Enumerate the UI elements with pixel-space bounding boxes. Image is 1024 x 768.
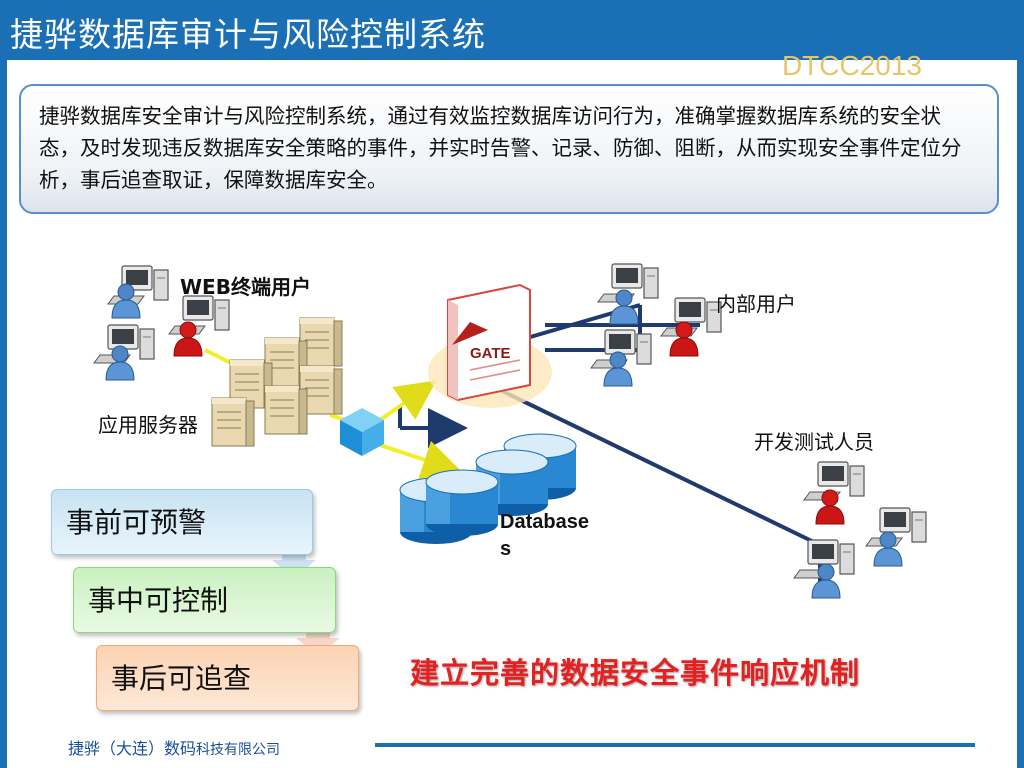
frame-left — [0, 60, 7, 768]
server-icon — [264, 385, 308, 435]
dev-test-label: 开发测试人员 — [754, 430, 874, 454]
database-label: Database s — [500, 509, 589, 563]
internal-users-label: 内部用户 — [716, 292, 796, 316]
description-box: 捷骅数据库安全审计与风险控制系统，通过有效监控数据库访问行为，准确掌握数据库系统… — [19, 84, 999, 214]
database-label-line-2: s — [500, 538, 512, 560]
step-post-trace: 事后可追查 — [96, 645, 359, 711]
footer-divider — [375, 743, 975, 747]
database-label-line-1: Database — [500, 511, 589, 533]
pc-icon — [168, 295, 230, 335]
gate-logo-text: GATE — [470, 345, 511, 362]
step-in-control: 事中可控制 — [73, 567, 336, 633]
user-icon — [811, 563, 841, 599]
footer-company-suffix: 科技有限公司 — [196, 742, 281, 758]
slide-title: 捷骅数据库审计与风险控制系统 — [10, 15, 486, 54]
title-bar: 捷骅数据库审计与风险控制系统 — [0, 0, 1024, 60]
frame-right — [1017, 60, 1024, 768]
user-icon — [603, 351, 633, 387]
dev-test-users-group — [793, 461, 927, 599]
app-server-label: 应用服务器 — [98, 413, 198, 437]
slogan-text: 建立完善的数据安全事件响应机制 — [410, 656, 861, 690]
server-icon — [211, 397, 255, 447]
database-icon — [425, 469, 499, 537]
switch-cube-icon — [340, 408, 384, 456]
pc-icon — [107, 265, 169, 305]
admin-user-icon — [669, 321, 699, 357]
footer-company: 捷骅（大连）数码科技有限公司 — [68, 735, 280, 759]
gate-appliance-icon: GATE — [428, 283, 552, 408]
web-users-label: WEB终端用户 — [180, 275, 311, 299]
footer-company-name: 捷骅（大连）数码 — [68, 739, 197, 758]
description-text: 捷骅数据库安全审计与风险控制系统，通过有效监控数据库访问行为，准确掌握数据库系统… — [39, 104, 962, 192]
user-icon — [873, 531, 903, 567]
app-server-cluster — [211, 317, 343, 447]
step-pre-warning: 事前可预警 — [51, 489, 313, 555]
conference-tag: DTCC2013 — [781, 50, 922, 81]
